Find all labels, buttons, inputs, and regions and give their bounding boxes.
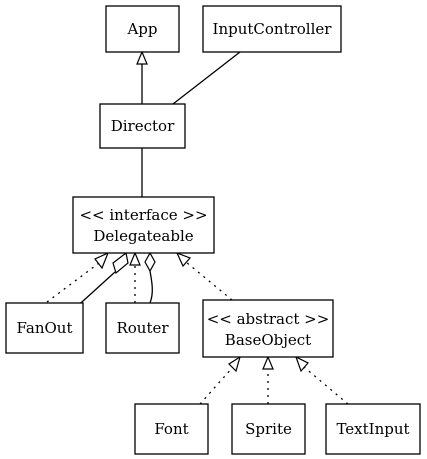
- class-director: Director: [99, 103, 186, 149]
- class-delegateable-name: Delegateable: [93, 227, 193, 245]
- arrowhead-baseobject-realization: [175, 251, 192, 268]
- arrowhead-fanout-realization: [94, 251, 110, 270]
- edge-router-delegateable-aggregation: [149, 270, 153, 304]
- arrowhead-textinput: [294, 355, 309, 373]
- class-router: Router: [105, 302, 180, 354]
- class-delegateable: << interface >> Delegateable: [72, 196, 215, 254]
- edge-font-baseobject: [199, 366, 234, 405]
- arrowhead-font: [228, 355, 242, 373]
- class-font: Font: [134, 403, 209, 455]
- class-input-controller: InputController: [202, 5, 342, 53]
- class-director-name: Director: [111, 117, 175, 135]
- diamond-router-aggregation: [144, 251, 156, 273]
- edge-baseobject-delegateable-realization: [185, 261, 233, 301]
- class-app-name: App: [126, 20, 157, 38]
- edge-fanout-delegateable-realization: [46, 262, 100, 303]
- class-input-controller-name: InputController: [213, 20, 333, 38]
- class-text-input-name: TextInput: [336, 420, 409, 438]
- class-sprite: Sprite: [231, 403, 306, 455]
- arrowhead-router-realization: [129, 251, 141, 266]
- class-text-input: TextInput: [325, 403, 421, 455]
- class-base-object: << abstract >> BaseObject: [202, 299, 334, 358]
- class-fanout-name: FanOut: [17, 319, 73, 337]
- edge-inputcontroller-director: [172, 51, 241, 105]
- arrowhead-app: [136, 50, 148, 65]
- class-font-name: Font: [154, 420, 188, 438]
- class-fanout: FanOut: [5, 302, 84, 354]
- class-delegateable-stereotype: << interface >>: [79, 206, 207, 224]
- class-app: App: [105, 5, 180, 53]
- class-router-name: Router: [116, 319, 169, 337]
- class-base-object-name: BaseObject: [225, 331, 311, 349]
- diamond-fanout-aggregation: [112, 251, 129, 275]
- class-base-object-stereotype: << abstract >>: [207, 310, 330, 328]
- arrowhead-sprite: [262, 355, 274, 370]
- class-sprite-name: Sprite: [245, 420, 292, 438]
- edge-textinput-baseobject: [303, 366, 349, 405]
